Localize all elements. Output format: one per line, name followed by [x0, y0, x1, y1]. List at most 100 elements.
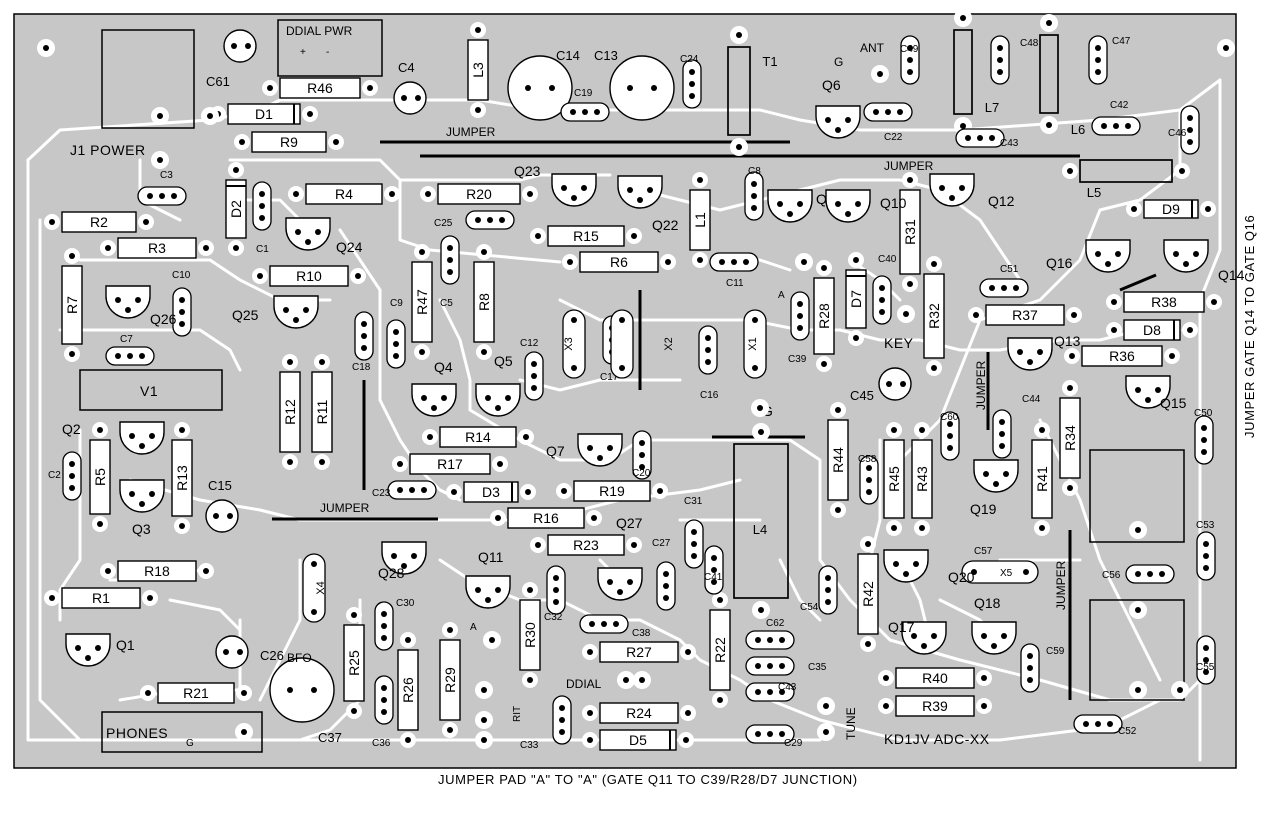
component-c18: C18: [352, 311, 374, 373]
solder-pad: [1164, 348, 1180, 364]
solder-pad: [579, 106, 591, 118]
component-c49: C49: [900, 35, 920, 85]
component-c45: C45: [850, 367, 912, 403]
solder-pad: [1200, 562, 1212, 574]
solder-pad: [1091, 247, 1105, 261]
solder-pad: [688, 538, 700, 550]
component-d3: D3: [446, 481, 536, 503]
component-c20: C20: [632, 430, 652, 480]
solder-pad: [522, 672, 538, 688]
solder-pad: [1023, 355, 1037, 369]
solder-pad: [501, 391, 515, 405]
solder-pad: [876, 306, 888, 318]
ref-q15: Q15: [1160, 395, 1187, 411]
solder-pad: [522, 186, 538, 202]
solder-pad: [997, 629, 1011, 643]
component-c40: C40: [872, 254, 897, 325]
solder-pad: [764, 686, 776, 698]
solder-pad: [904, 54, 916, 66]
component-q28: Q28: [378, 541, 427, 581]
ref-c20: C20: [632, 468, 651, 479]
ref-x1: X1: [747, 337, 759, 350]
ref-r11: R11: [314, 399, 330, 424]
ref-r4: R4: [335, 186, 353, 202]
solder-pad: [994, 42, 1006, 54]
ref-c59: C59: [1046, 646, 1065, 657]
solder-pad: [176, 318, 188, 330]
solder-pad: [530, 537, 546, 553]
solder-pad: [886, 520, 902, 536]
component-q3: Q3: [119, 479, 165, 537]
component-c56: C56: [1102, 564, 1175, 584]
solder-pad: [66, 470, 78, 482]
solder-pad: [144, 190, 156, 202]
solder-pad: [390, 338, 402, 350]
solder-pad: [145, 429, 159, 443]
solder-pad: [550, 572, 562, 584]
ref-c23: C23: [372, 488, 391, 499]
component-c37: C37: [269, 657, 342, 745]
solder-pad: [398, 92, 410, 104]
solder-pad: [1179, 257, 1193, 271]
component-q12: Q12: [929, 173, 1015, 209]
solder-pad: [944, 418, 956, 430]
solder-pad: [1092, 54, 1104, 66]
label-jumper-top: JUMPER: [446, 125, 496, 139]
component-c43: C43: [745, 682, 797, 702]
solder-pad: [1171, 681, 1189, 699]
solder-pad: [422, 429, 438, 445]
ref-q20: Q20: [948, 569, 975, 585]
solder-pad: [622, 80, 638, 96]
ref-q1: Q1: [116, 637, 135, 653]
solder-pad: [968, 307, 984, 323]
solder-pad: [427, 401, 441, 415]
component-r32: R32: [923, 256, 945, 376]
solder-pad: [688, 550, 700, 562]
solder-pad: [751, 399, 769, 417]
solder-pad: [882, 106, 894, 118]
ref-c43: C43: [1000, 138, 1019, 149]
component-l4: L4: [733, 423, 789, 619]
solder-pad: [841, 207, 855, 221]
solder-pad: [124, 350, 136, 362]
component-l3: L3: [467, 22, 489, 118]
label-jumper-right: JUMPER: [884, 159, 934, 173]
component-q25: Q25: [232, 295, 319, 329]
solder-pad: [688, 526, 700, 538]
ref-c46: C46: [1168, 128, 1187, 139]
ref-c57: C57: [974, 546, 993, 557]
component-q27: Q27: [597, 515, 643, 601]
solder-pad: [358, 342, 370, 354]
solder-pad: [863, 474, 875, 486]
solder-pad: [491, 401, 505, 415]
solder-pad: [475, 731, 493, 749]
ref-q23: Q23: [514, 163, 541, 179]
solder-pad: [236, 685, 252, 701]
solder-pad: [550, 596, 562, 608]
component-r12: R12: [279, 354, 301, 470]
solder-pad: [752, 686, 764, 698]
solder-pad: [598, 618, 610, 630]
solder-pad: [1106, 294, 1122, 310]
solder-pad: [636, 437, 648, 449]
component-x5: X5: [961, 560, 1039, 584]
ref-r32: R32: [926, 303, 942, 329]
solder-pad: [1198, 446, 1210, 458]
solder-pad: [708, 576, 720, 588]
solder-pad: [66, 458, 78, 470]
solder-pad: [390, 326, 402, 338]
component-c42: C42: [1091, 100, 1141, 136]
ref-r38: R38: [1151, 294, 1177, 310]
solder-pad: [1092, 66, 1104, 78]
ref-q13: Q13: [1054, 333, 1081, 349]
solder-pad: [544, 80, 560, 96]
component-q4: Q4: [411, 359, 457, 417]
solder-pad: [748, 178, 760, 190]
solder-pad: [1144, 568, 1156, 580]
component-c44: C44: [992, 394, 1041, 459]
solder-pad: [358, 318, 370, 330]
component-r10: R10: [252, 265, 366, 287]
component-c8: C8: [744, 166, 764, 221]
bottom-caption: JUMPER PAD "A" TO "A" (GATE Q11 TO C39/R…: [438, 772, 858, 787]
component-c59: C59: [1020, 643, 1065, 693]
